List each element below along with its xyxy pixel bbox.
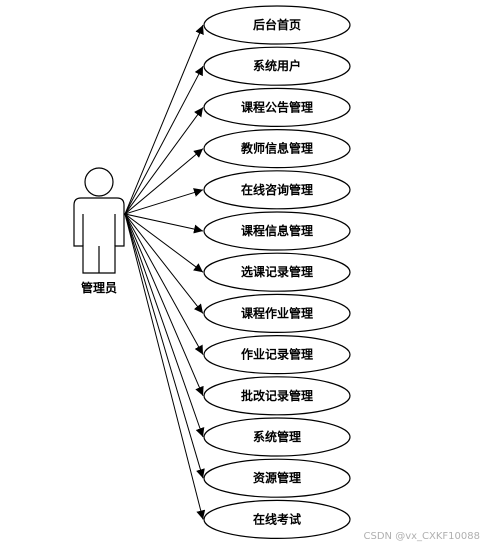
association-arrow [124, 213, 205, 438]
use-case-ellipse [203, 46, 351, 86]
use-case-ellipse [203, 5, 351, 45]
actor-body [73, 197, 125, 274]
association-arrow [124, 213, 204, 396]
association-arrow [124, 213, 206, 520]
association-arrow [124, 213, 204, 314]
use-case-label: 批改记录管理 [241, 388, 313, 403]
use-case-ellipse [203, 335, 351, 375]
use-case-ellipse [203, 87, 351, 128]
use-case-label: 教师信息管理 [240, 141, 313, 156]
use-case-ellipse [203, 376, 351, 416]
use-case-label: 后台首页 [253, 17, 301, 32]
use-case-ellipse [203, 211, 351, 251]
association-arrow [124, 188, 204, 215]
use-case-ellipse [203, 252, 351, 292]
association-arrow [124, 213, 204, 234]
use-case-ellipse [203, 417, 351, 457]
watermark-text: CSDN @vx_CXKF10088 [363, 531, 480, 542]
use-case-label: 在线咨询管理 [241, 182, 313, 197]
use-case-label: 选课记录管理 [241, 264, 313, 279]
actor-administrator: 管理员 [73, 167, 125, 295]
association-lines [124, 24, 206, 520]
use-case-list: 后台首页系统用户课程公告管理教师信息管理在线咨询管理课程信息管理选课记录管理课程… [203, 5, 351, 540]
use-case-label: 资源管理 [253, 470, 301, 485]
association-arrow [124, 213, 204, 273]
use-case-label: 课程公告管理 [241, 99, 313, 114]
association-arrow [124, 24, 204, 215]
association-arrow [124, 213, 204, 355]
use-case-ellipse [203, 170, 351, 210]
association-arrow [124, 148, 204, 215]
actor-head [84, 167, 114, 197]
use-case-ellipse [203, 293, 351, 333]
use-case-label: 课程作业管理 [241, 305, 313, 320]
association-arrow [124, 213, 205, 479]
use-case-ellipse [203, 499, 351, 540]
use-case-label: 作业记录管理 [241, 347, 313, 362]
use-case-label: 系统管理 [253, 429, 301, 444]
association-arrow [124, 107, 204, 215]
use-case-ellipse [203, 129, 351, 169]
actor-label: 管理员 [81, 280, 117, 295]
use-case-label: 系统用户 [253, 58, 301, 73]
use-case-ellipse [203, 458, 351, 498]
association-arrow [124, 65, 204, 215]
use-case-label: 在线考试 [253, 511, 301, 526]
use-case-label: 课程信息管理 [241, 223, 313, 238]
